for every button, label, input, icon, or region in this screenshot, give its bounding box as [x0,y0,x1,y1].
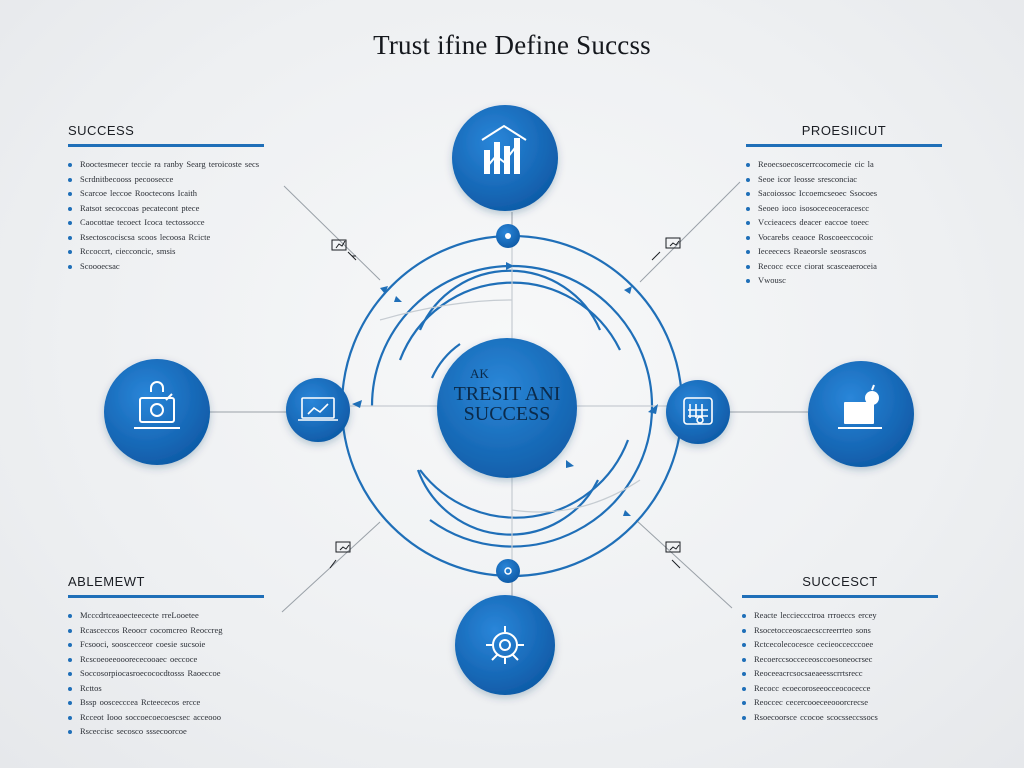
list-item: Rooctesmecer teccie ra ranby Searg teroi… [68,159,264,170]
list-item: Fcsooci, sooscecceor coesie sucsoie [68,639,264,650]
connector-top-left [283,185,381,281]
panel-bottom-left: ABLEMEWT Mcccdrtceaoecteececte rreLooete… [68,574,264,741]
ring-arc-5 [418,269,602,331]
marker-8 [394,296,402,302]
bar-chart-building-icon [481,124,527,174]
small-chart-icon-br [665,541,681,569]
ring-arc-2 [429,405,654,548]
ring-arc-6 [416,469,599,536]
list-item: Rsceccisc secosco sssecoorcoe [68,726,264,737]
list-item: Recocc ecoecoroseeocceococecce [742,683,938,694]
list-item: Scarcoe leccoe Rooctecons Icaith [68,188,264,199]
page-title: Trust ifine Define Succss [373,30,651,60]
target-gear-icon [486,626,524,664]
list-item: Sacoiossoc Iccoemcseoec Ssocoes [746,188,942,199]
connector-top-right [639,181,741,283]
list-item: Rcasceccos Reoocr cocomcreo Reoccreg [68,625,264,636]
list-item: Rsoecoorsce ccocoe scocsseccssocs [742,712,938,723]
panel-list: Reacte leccieccctroa rrroeccs ercey Rsoc… [742,610,938,722]
ring-arc-3 [398,281,621,361]
panel-list: Rooctesmecer teccie ra ranby Searg teroi… [68,159,264,271]
list-item: Seoeo ioco isosoceceoceracescc [746,203,942,214]
marker-7 [623,510,631,516]
list-item: Seoe icor leosse sresconciac [746,174,942,185]
list-item: Ratsot secoccoas pecatecont ptece [68,203,264,214]
ai-shield-icon [683,397,713,425]
ring-arc-4 [419,439,630,519]
list-item: Reoecsoecoscerrcocomecie cic la [746,159,942,170]
panel-heading: PROESIICUT [746,123,942,147]
panel-heading: ABLEMEWT [68,574,264,598]
list-item: Reoccec cecercooeceeooorcrecse [742,697,938,708]
laptop-chart-icon [298,397,338,421]
list-item: Rcscoeoeeooorececooaec oeccoce [68,654,264,665]
ai-lock-laptop-icon [134,381,180,429]
list-item: Rsectoscociscsa scoos lecoosa Rcicte [68,232,264,243]
list-item: Vocarebs ceaoce Roscoeeccocoic [746,232,942,243]
panel-list: Mcccdrtceaoecteececte rreLooetee Rcascec… [68,610,264,737]
list-item: Vwousc [746,275,942,286]
bottom-node [455,595,555,695]
bottom-dot [496,559,520,583]
list-item: Rccoccrt, ciecconcic, smsis [68,246,264,257]
center-label-line2: TRESIT ANI [454,383,561,405]
connector-bottom-right [635,519,733,609]
left-node [104,359,210,465]
panel-top-left: SUCCESS Rooctesmecer teccie ra ranby Sea… [68,123,264,275]
list-item: Recocc ecce ciorat scasceaeroceia [746,261,942,272]
center-label-line3: SUCCESS [464,403,551,425]
list-item: Vccieacecs deacer eaccoe toeec [746,217,942,228]
list-item: Scrdnitbecooss pecoosecce [68,174,264,185]
list-item: Rcttos [68,683,264,694]
list-item: Reoceeacrcsocsaeaeesscrrtsrecc [742,668,938,679]
panel-heading: SUCCESCT [742,574,938,598]
list-item: Rsocetocceoscaecsccreerrteo sons [742,625,938,636]
panel-heading: SUCCESS [68,123,264,147]
list-item: Soccosorpiocasroecococdtosss Raoeccoe [68,668,264,679]
inner-right-node [666,380,730,444]
list-item: Caocottae tecoect Icoca tectossocce [68,217,264,228]
laptop-apple-icon [838,384,882,429]
top-dot [496,224,520,248]
panel-list: Reoecsoecoscerrcocomecie cic la Seoe ico… [746,159,942,286]
list-item: Rctcecolecocesce cecieoccecccoee [742,639,938,650]
marker-4 [352,400,362,408]
list-item: Reacte leccieccctroa rrroeccs ercey [742,610,938,621]
small-chart-icon-bl [329,541,351,569]
list-item: Mcccdrtceaoecteececte rreLooetee [68,610,264,621]
list-item: Scoooecsac [68,261,264,272]
marker-1 [506,262,514,270]
small-chart-icon-tl [331,239,357,261]
list-item: Bssp ooscecccea Rcteececos ercce [68,697,264,708]
marker-3 [624,286,632,294]
ring-markers [352,262,658,516]
marker-5 [648,404,658,414]
marker-6 [566,460,574,468]
list-item: Rcceot Iooo soccoecoecoescsec acceooo [68,712,264,723]
list-item: Ieceececs Reaeorsle seosrascos [746,246,942,257]
ring-arc-7 [430,343,461,379]
center-label-line1: AK [470,366,489,381]
marker-2 [380,286,388,294]
list-item: Recoerccsocceceosccoesoneocrsec [742,654,938,665]
panel-bottom-right: SUCCESCT Reacte leccieccctroa rrroeccs e… [742,574,938,726]
panel-top-right: PROESIICUT Reoecsoecoscerrcocomecie cic … [746,123,942,290]
center-node [437,338,577,478]
small-chart-icon-tr [651,237,681,261]
